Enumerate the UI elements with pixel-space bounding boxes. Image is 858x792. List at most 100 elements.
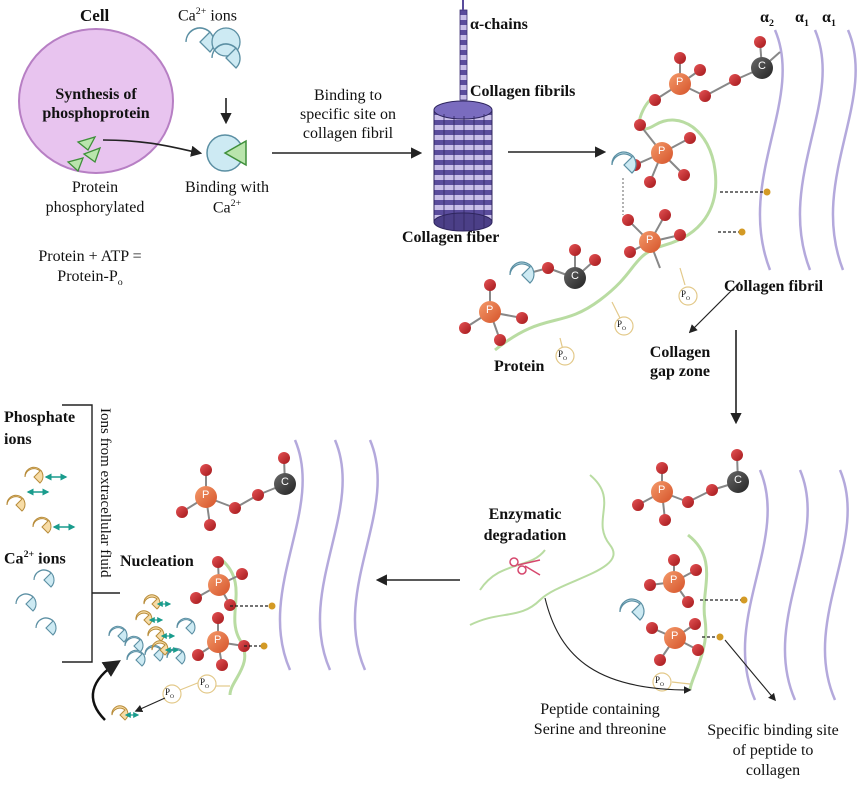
- po-label-2: PO: [617, 319, 627, 332]
- collagen-fibril-lines-bottom-right: [743, 469, 849, 701]
- label-peptide-1: Peptide containing: [540, 701, 660, 718]
- label-collagen-fiber: Collagen fiber: [402, 229, 500, 246]
- label-binding-with-2: Ca2+: [212, 198, 242, 217]
- teal-arrows-left: [26, 473, 76, 531]
- ca-binding-ion: [206, 134, 247, 172]
- po-label-6: PO: [200, 677, 210, 690]
- po-marker-br: [652, 672, 691, 692]
- label-protein-phosphorylated-1: Protein: [71, 179, 119, 196]
- binding-dot-bl-1: [268, 602, 276, 610]
- binding-dot-bl-2: [260, 642, 268, 650]
- label-equation-2: Protein-Po: [57, 268, 123, 289]
- phosphate-group-bl-2: [190, 556, 248, 611]
- ca-ion-br: [619, 598, 645, 621]
- label-protein: Protein: [494, 358, 545, 375]
- label-phosphate-ions-2: ions: [4, 431, 32, 448]
- label-peptide-2: Serine and threonine: [533, 721, 667, 738]
- phosphate-group-top-1: [649, 36, 781, 106]
- protein-strand-bottom-right: [687, 533, 709, 691]
- arrow-peptide-curve: [544, 597, 692, 694]
- label-cell: Cell: [80, 6, 110, 25]
- atom-p-5: P: [658, 484, 666, 496]
- po-label-4: PO: [655, 675, 665, 688]
- atom-c-1: C: [758, 60, 766, 72]
- binding-dot-top-1: [763, 188, 771, 196]
- arrow-curve-back: [91, 660, 121, 721]
- label-specific-2: of peptide to: [732, 742, 814, 759]
- phosphate-group-bl-3: [192, 612, 250, 671]
- label-collagen-fibrils: Collagen fibrils: [470, 83, 576, 100]
- ca-ion-top-panel-1: [611, 151, 637, 215]
- label-specific-1: Specific binding site: [707, 722, 839, 739]
- atom-p-10: P: [214, 634, 222, 646]
- po-markers-bl: [162, 674, 230, 704]
- atom-p-8: P: [202, 489, 210, 501]
- label-binding-site-3: collagen fibril: [302, 125, 394, 142]
- label-nucleation: Nucleation: [120, 553, 194, 570]
- po-markers-top: [555, 267, 698, 366]
- label-enzymatic-2: degradation: [483, 527, 567, 544]
- collagen-fibril-lines-top: [758, 29, 857, 271]
- po-label-5: PO: [165, 687, 175, 700]
- label-gap-zone-2: gap zone: [650, 363, 710, 380]
- label-gap-zone-1: Collagen: [649, 344, 711, 361]
- label-binding-site-1: Binding to: [313, 87, 382, 104]
- ca-ions-nucleating: [108, 617, 196, 667]
- label-ca-ions-top: Ca2+ ions: [178, 6, 237, 25]
- label-alpha-chains: α-chains: [470, 16, 528, 33]
- label-ca-ions-left: Ca2+ ions: [4, 549, 66, 568]
- binding-dashes-bl: [230, 605, 270, 647]
- atom-p-1: P: [676, 76, 684, 88]
- binding-dashes-top: [718, 191, 765, 233]
- protein-strand-bottom-left: [220, 558, 247, 696]
- degraded-peptide-2: [479, 549, 546, 591]
- arrow-specific-site: [724, 639, 776, 702]
- atom-p-2: P: [658, 145, 666, 157]
- binding-dot-top-2: [738, 228, 746, 236]
- label-alpha1b: α1: [822, 9, 836, 30]
- phosphate-ions-left: [6, 466, 52, 534]
- atom-c-3: C: [734, 474, 742, 486]
- label-equation-1: Protein + ATP =: [38, 248, 142, 265]
- atom-p-4: P: [486, 304, 494, 316]
- phospho-triangles: [66, 135, 102, 173]
- atom-p-3: P: [646, 234, 654, 246]
- atom-c-2: C: [571, 270, 579, 282]
- bracket-extracellular: [62, 404, 93, 663]
- phosphate-group-top-3: [622, 209, 686, 269]
- label-alpha1a: α1: [795, 9, 809, 30]
- scissors-icon: [509, 557, 541, 576]
- label-enzymatic-1: Enzymatic: [488, 506, 562, 523]
- phosphate-group-top-2: [629, 119, 696, 188]
- binding-dot-br-1: [740, 596, 748, 604]
- cell-body: [18, 28, 174, 174]
- arrow-fibril-to-gap: [688, 281, 741, 334]
- label-protein-phosphorylated-2: phosphorylated: [45, 199, 145, 216]
- label-binding-with-1: Binding with: [184, 179, 269, 196]
- phosphate-group-top-4: [459, 244, 601, 346]
- phosphate-group-br-3: [646, 618, 704, 666]
- protein-strand-top: [494, 98, 718, 352]
- phosphate-group-br-2: [644, 554, 702, 608]
- degraded-peptide-1: [469, 474, 615, 626]
- label-phosphoprotein: phosphoprotein: [42, 105, 150, 122]
- arrow-cell-to-binding: [102, 139, 203, 157]
- label-alpha2: α2: [760, 9, 774, 30]
- ca-ions-cluster-top: [185, 27, 241, 69]
- label-specific-3: collagen: [745, 762, 801, 779]
- label-ions-extracellular: Ions from extracellular fluid: [97, 408, 113, 578]
- label-phosphate-ions-1: Phosphate: [4, 409, 76, 426]
- alpha-chain-strand: [459, 0, 468, 101]
- label-binding-site-2: specific site on: [300, 106, 396, 123]
- ca-ions-left: [15, 569, 57, 636]
- label-synthesis: Synthesis of: [55, 86, 137, 103]
- binding-dashes-br: [700, 599, 742, 638]
- phosphate-group-br-1: [632, 449, 749, 526]
- atom-c-4: C: [281, 476, 289, 488]
- teal-arrows-nucleating: [124, 601, 180, 718]
- phosphate-ions-nucleating: [111, 594, 169, 721]
- po-label-1: PO: [681, 289, 691, 302]
- binding-dot-br-2: [716, 633, 724, 641]
